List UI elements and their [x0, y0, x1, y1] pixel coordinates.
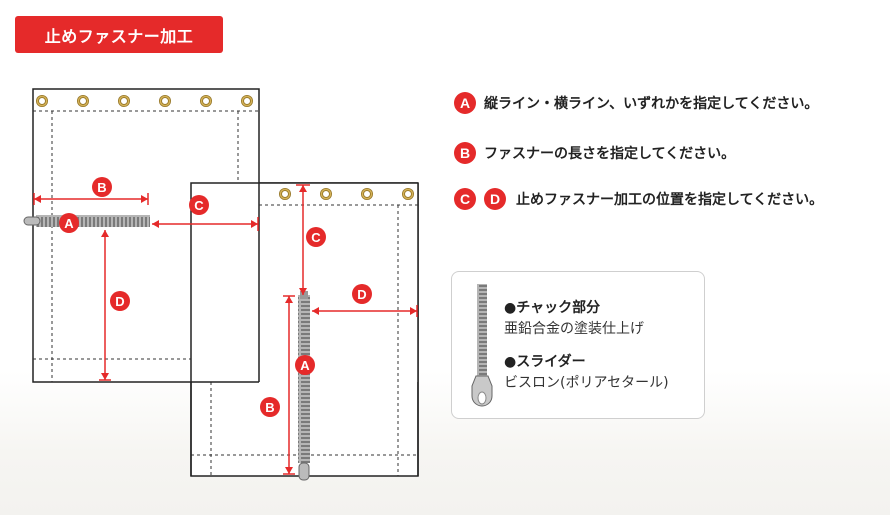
instruction-a: A 縦ライン・横ライン、いずれかを指定してください。 — [454, 92, 818, 114]
legend-chuck-heading: ●チャック部分 — [504, 300, 601, 316]
label-a: A — [64, 216, 74, 231]
label-circle-d — [110, 291, 130, 311]
legend-slider-heading: ●スライダー — [504, 354, 586, 370]
legend-box: ●チャック部分 亜鉛合金の塗装仕上げ ●スライダー ビスロン(ポリアセタール) — [451, 271, 705, 419]
instruction-text: 止めファスナー加工の位置を指定してください。 — [516, 192, 824, 208]
legend-slider-desc: ビスロン(ポリアセタール) — [504, 375, 669, 391]
label-b: B — [97, 180, 106, 195]
badge-b: B — [454, 142, 476, 164]
instruction-text: ファスナーの長さを指定してください。 — [484, 146, 736, 162]
grommet-icon — [36, 95, 253, 107]
instruction-cd: C D 止めファスナー加工の位置を指定してください。 — [454, 188, 823, 210]
label-c: C — [194, 198, 204, 213]
page-title: 止めファスナー加工 — [15, 16, 223, 53]
label-circle-a — [59, 213, 79, 233]
label-circle-a — [295, 355, 315, 375]
label-circle-d — [352, 284, 372, 304]
badge-c: C — [454, 188, 476, 210]
instruction-text: 縦ライン・横ライン、いずれかを指定してください。 — [484, 96, 819, 112]
legend-chuck-desc: 亜鉛合金の塗装仕上げ — [504, 321, 644, 337]
instruction-b: B ファスナーの長さを指定してください。 — [454, 142, 735, 164]
label-d: D — [357, 287, 366, 302]
label-d: D — [115, 294, 124, 309]
badge-d: D — [484, 188, 506, 210]
label-circle-b — [260, 397, 280, 417]
label-c: C — [311, 230, 321, 245]
label-b: B — [265, 400, 274, 415]
legend-text: ●チャック部分 亜鉛合金の塗装仕上げ ●スライダー ビスロン(ポリアセタール) — [504, 298, 669, 394]
badge-a: A — [454, 92, 476, 114]
label-a: A — [300, 358, 310, 373]
dimension-arrows — [34, 185, 417, 474]
zipper-icon — [23, 215, 150, 227]
label-circle-c — [189, 195, 209, 215]
label-circle-c — [306, 227, 326, 247]
zipper-icon — [471, 284, 493, 407]
slider-icon — [471, 375, 493, 407]
label-circle-b — [92, 177, 112, 197]
grommet-icon — [279, 188, 414, 200]
zipper-icon — [298, 291, 310, 481]
